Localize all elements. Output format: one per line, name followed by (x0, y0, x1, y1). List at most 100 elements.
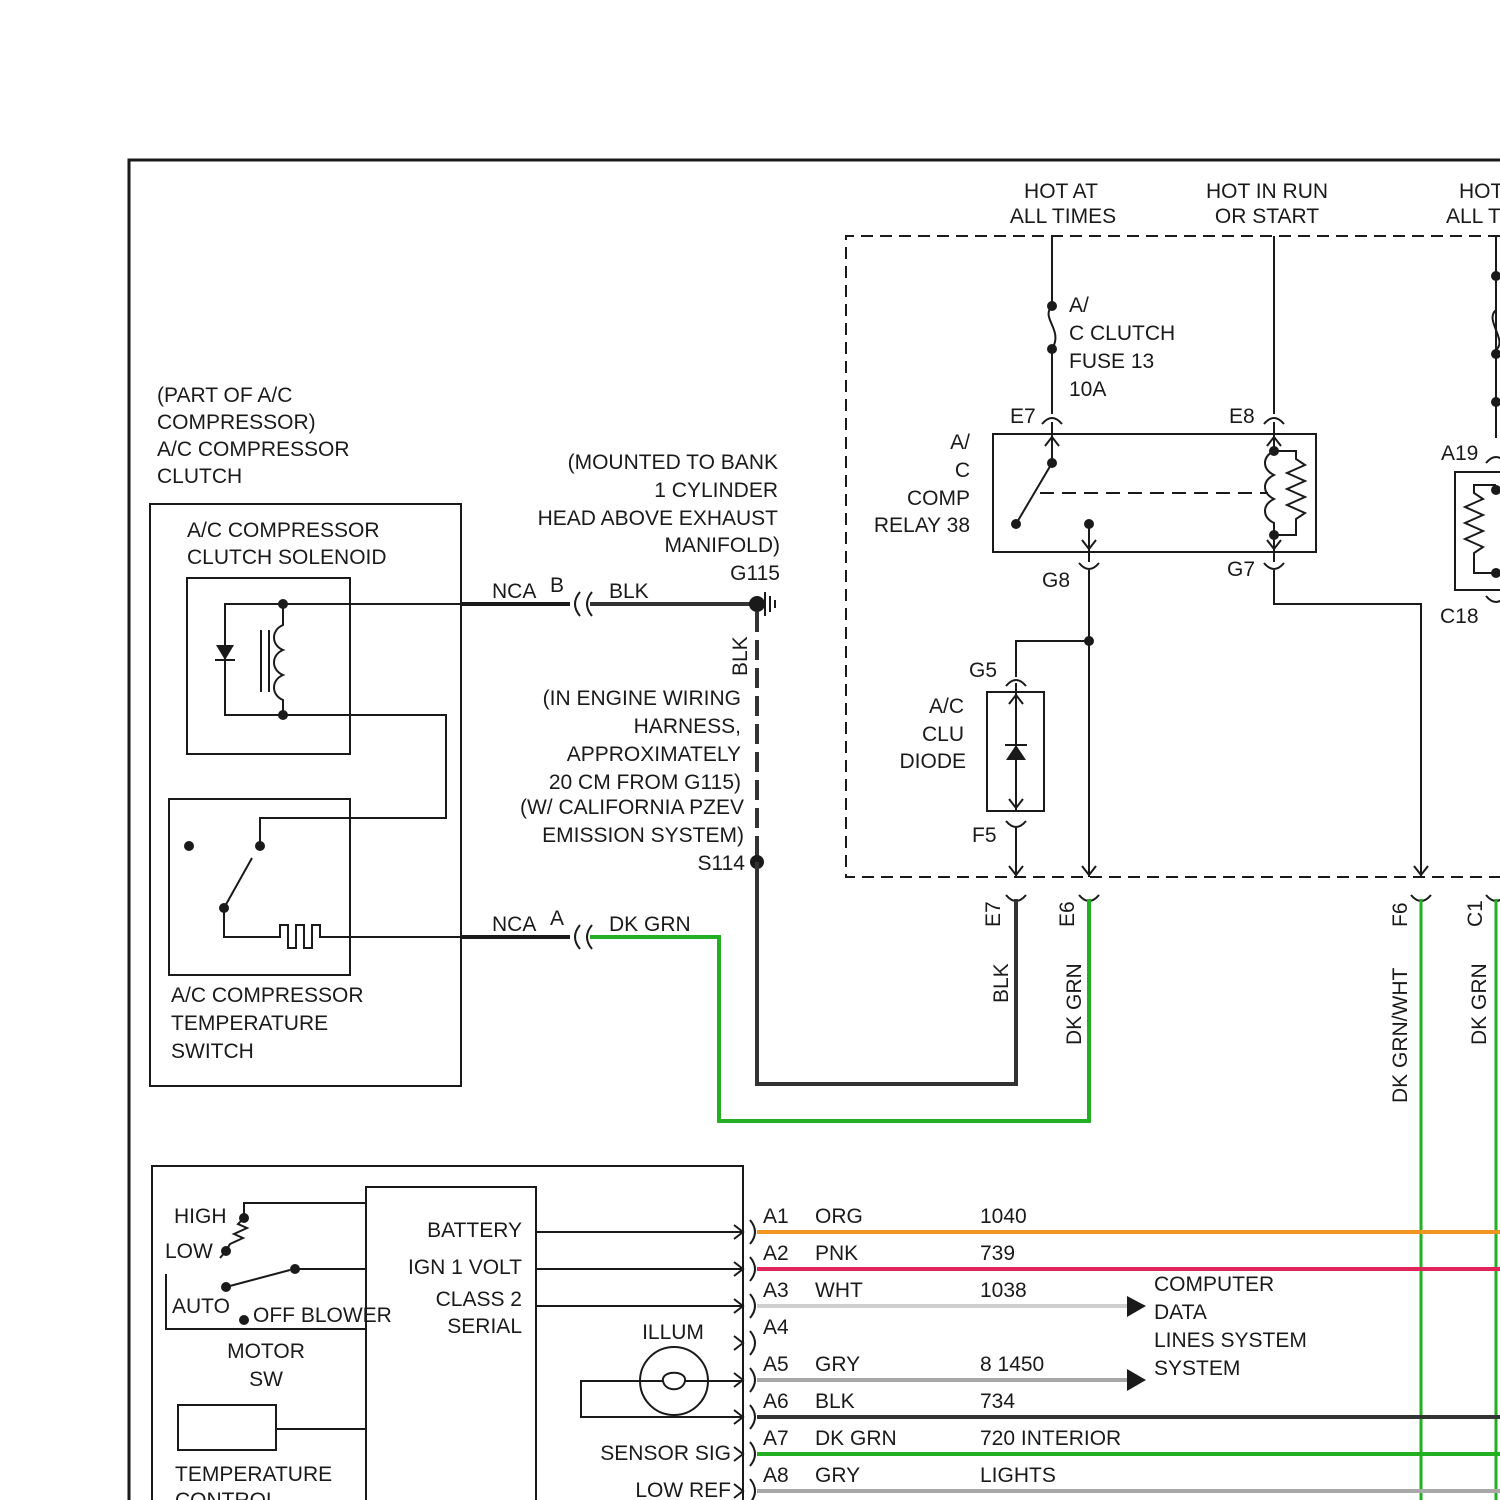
temp-control-label: CONTROL (175, 1489, 278, 1500)
ground-label: (MOUNTED TO BANK (568, 451, 778, 474)
right-edge-component: A19 C18 (1440, 236, 1500, 628)
harness-label: (IN ENGINE WIRING (543, 687, 741, 710)
harness-label: HARNESS, (634, 715, 741, 738)
clutch-feed-wiring: NCA A DK GRN BLK DK GRN (461, 899, 1089, 1121)
harness-circuit-label: LIGHTS (980, 1464, 1056, 1487)
power-label: HOT (1459, 180, 1500, 203)
illumination-lamp: ILLUM (581, 1321, 743, 1417)
solenoid-label: A/C COMPRESSOR (187, 519, 380, 542)
harness-pin-label: A2 (763, 1242, 789, 1265)
harness-connector-bracket (750, 1257, 755, 1281)
data-lines: COMPUTER DATA LINES SYSTEM SYSTEM (1127, 1273, 1307, 1391)
wire-color-label: DK GRN/WHT (1389, 968, 1412, 1103)
relay-output-wiring (1016, 570, 1428, 877)
wire-color-label: BLK (729, 636, 752, 676)
harness-color-label: WHT (815, 1279, 863, 1302)
harness-connector-bracket (750, 1368, 755, 1392)
compressor-labels: (PART OF A/C COMPRESSOR) A/C COMPRESSOR … (157, 384, 350, 488)
compressor-label: A/C COMPRESSOR (157, 438, 350, 461)
temp-switch-label: SWITCH (171, 1040, 254, 1063)
harness-circuit-label: 1038 (980, 1279, 1027, 1302)
pin-label: F6 (1389, 902, 1412, 927)
module-label: SERIAL (447, 1315, 522, 1338)
connector-label: NCA (492, 913, 536, 936)
switch-label: OFF BLOWER (253, 1304, 392, 1327)
harness-circuit-label: 8 1450 (980, 1353, 1044, 1376)
pin-label: E7 (1010, 405, 1036, 428)
pin-label: A19 (1441, 442, 1478, 465)
fuse-label: FUSE 13 (1069, 350, 1154, 373)
harness-pin-label: A4 (763, 1316, 789, 1339)
pin-label: E7 (982, 901, 1005, 927)
switch-label: AUTO (172, 1295, 230, 1318)
switch-label: MOTOR (227, 1340, 305, 1363)
harness-circuit-label: 720 INTERIOR (980, 1427, 1121, 1450)
pin-label: E6 (1056, 901, 1079, 927)
data-line-arrow (1127, 1369, 1146, 1391)
clutch-solenoid (187, 578, 461, 846)
harness-circuit-label: 739 (980, 1242, 1015, 1265)
blower-motor-switch: HIGH LOW AUTO OFF BLOWER MOTOR SW (165, 1203, 392, 1391)
g115-ground-point (749, 596, 765, 612)
ac-clutch-fuse: A/ C CLUTCH FUSE 13 10A (1047, 236, 1175, 414)
lamp-label: ILLUM (642, 1321, 704, 1344)
power-label: HOT IN RUN (1206, 180, 1328, 203)
harness-label: APPROXIMATELY (567, 743, 741, 766)
harness-pin-label: A5 (763, 1353, 789, 1376)
relay-label: C (955, 459, 970, 482)
solenoid-label: CLUTCH SOLENOID (187, 546, 387, 569)
relay-label: COMP (907, 487, 970, 510)
power-label: HOT AT (1024, 180, 1098, 203)
module-label: SENSOR SIG (600, 1442, 731, 1465)
harness-label: (W/ CALIFORNIA PZEV (520, 796, 744, 819)
ground-label: MANIFOLD) (665, 534, 781, 557)
ground-label: G115 (730, 562, 780, 585)
harness-connector-bracket (750, 1220, 755, 1244)
power-label: ALL T (1446, 205, 1500, 228)
connector-label: NCA (492, 580, 536, 603)
temp-switch-label: TEMPERATURE (171, 1012, 328, 1035)
pin-label: G5 (969, 659, 997, 682)
diode-label: CLU (922, 723, 964, 746)
pin-label: C1 (1464, 900, 1487, 927)
data-lines-label: SYSTEM (1154, 1357, 1240, 1380)
data-lines-label: DATA (1154, 1301, 1207, 1324)
harness-pin-arrow (734, 1447, 743, 1461)
data-line-arrow (1127, 1296, 1146, 1317)
switch-label: SW (249, 1368, 283, 1391)
relay-label: A/ (950, 431, 970, 454)
fuse-label: 10A (1069, 378, 1106, 401)
power-label: OR START (1215, 205, 1319, 228)
harness-connector-bracket (750, 1294, 755, 1318)
harness-circuit-label: 1040 (980, 1205, 1027, 1228)
temperature-control: TEMPERATURE CONTROL (175, 1405, 366, 1500)
harness-color-label: BLK (815, 1390, 855, 1413)
harness-label: 20 CM FROM G115) (549, 771, 741, 794)
harness-pin-arrow (734, 1336, 743, 1350)
harness-pin-label: A1 (763, 1205, 789, 1228)
pin-label: F5 (972, 824, 997, 847)
right-vertical-wires: DK GRN/WHT DK GRN (1389, 899, 1496, 1500)
wire-color-label: BLK (990, 963, 1013, 1003)
harness-color-label: ORG (815, 1205, 863, 1228)
harness-pin-label: A7 (763, 1427, 789, 1450)
temperature-switch (169, 799, 461, 975)
connector-pin: B (550, 574, 564, 597)
power-labels: HOT AT ALL TIMES HOT IN RUN OR START HOT… (1010, 180, 1500, 228)
relay-label: RELAY 38 (874, 514, 970, 537)
harness-pin-label: A6 (763, 1390, 789, 1413)
switch-label: LOW (165, 1240, 213, 1263)
compressor-label: CLUTCH (157, 465, 242, 488)
data-lines-label: LINES SYSTEM (1154, 1329, 1307, 1352)
connector-pin: A (550, 907, 564, 930)
wire-color-label: DK GRN (609, 913, 691, 936)
harness-color-label: GRY (815, 1464, 860, 1487)
pin-label: E8 (1229, 405, 1255, 428)
harness-circuit-label: 734 (980, 1390, 1015, 1413)
fuse-label: C CLUTCH (1069, 322, 1175, 345)
harness-pin-label: A3 (763, 1279, 789, 1302)
harness-label: EMISSION SYSTEM) (542, 824, 744, 847)
wire-color-label: BLK (609, 580, 649, 603)
